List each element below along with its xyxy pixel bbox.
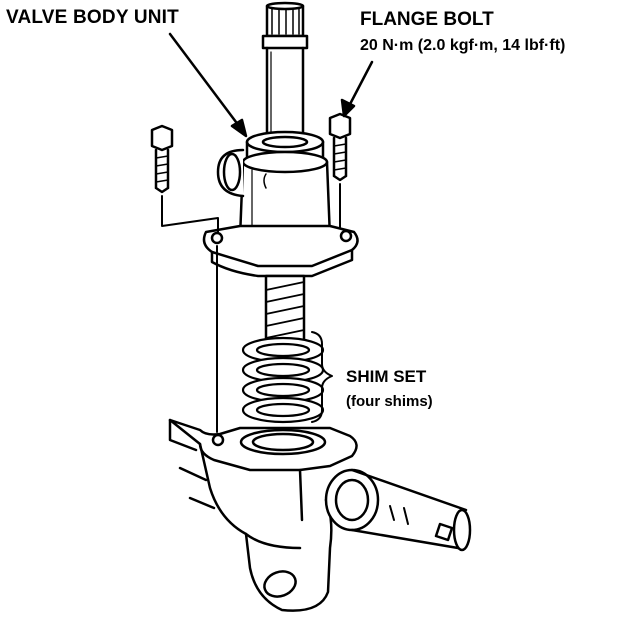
shim-set-label: SHIM SET [346,367,427,386]
flange-bolt-left [150,124,174,194]
rack-tube [324,468,472,552]
shim-stack [241,336,325,424]
flange-bolt-label: FLANGE BOLT [360,9,494,30]
bolt-alignment-lines [161,183,341,433]
shim-set-bracket [311,331,333,423]
mounting-flange [202,224,359,278]
leader-arrows [168,32,374,138]
valve-body-unit-label: VALVE BODY UNIT [6,7,179,28]
shim-set-note-label: (four shims) [346,393,433,410]
input-shaft [261,1,309,140]
flange-bolt-right [328,112,352,182]
flange-bolt-torque-label: 20 N·m (2.0 kgf·m, 14 lbf·ft) [360,37,566,54]
gearbox-housing [168,418,358,612]
